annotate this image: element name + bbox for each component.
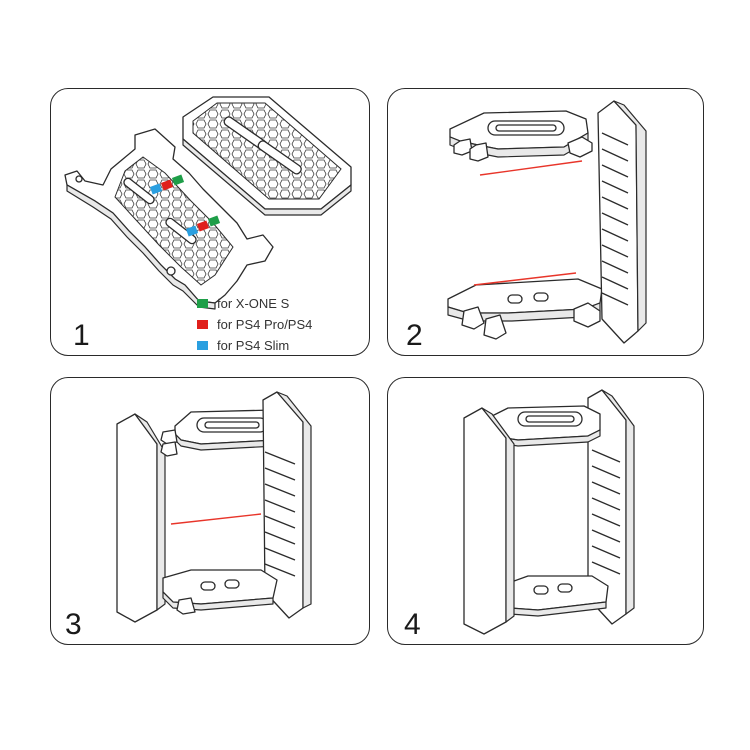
tray-plate xyxy=(182,96,352,216)
legend-label: for PS4 Pro/PS4 xyxy=(217,317,313,332)
step-number: 4 xyxy=(404,608,421,641)
legend-item-xone-s: for X-ONE S xyxy=(197,293,312,314)
legend-label: for X-ONE S xyxy=(217,296,290,311)
step-number: 2 xyxy=(406,319,423,352)
guide-line xyxy=(170,513,262,525)
legend-item-ps4-pro: for PS4 Pro/PS4 xyxy=(197,314,312,335)
front-panel xyxy=(116,413,166,623)
side-rack xyxy=(597,100,647,344)
step-3-panel: 3 xyxy=(50,377,370,645)
step-number: 1 xyxy=(73,319,90,352)
step-number: 3 xyxy=(65,608,82,641)
bottom-bracket xyxy=(447,278,603,340)
top-bracket xyxy=(449,110,593,162)
step-2-panel: 2 xyxy=(387,88,704,356)
blue-swatch xyxy=(197,341,208,350)
assembled-stand xyxy=(463,389,635,635)
assembled-stand-illustration xyxy=(463,389,635,635)
color-legend: for X-ONE S for PS4 Pro/PS4 for PS4 Slim xyxy=(197,293,312,355)
green-swatch xyxy=(197,299,208,308)
legend-label: for PS4 Slim xyxy=(217,338,290,353)
legend-item-ps4-slim: for PS4 Slim xyxy=(197,335,312,355)
red-swatch xyxy=(197,320,208,329)
bottom-guide-line xyxy=(473,272,577,286)
top-guide-line xyxy=(479,160,583,176)
assembly-step-2-illustration xyxy=(447,100,647,344)
step-1-panel: for X-ONE S for PS4 Pro/PS4 for PS4 Slim… xyxy=(50,88,370,356)
step-4-panel: 4 xyxy=(387,377,704,645)
assembly-step-3-illustration xyxy=(116,391,312,623)
rack-assembly xyxy=(160,391,312,619)
